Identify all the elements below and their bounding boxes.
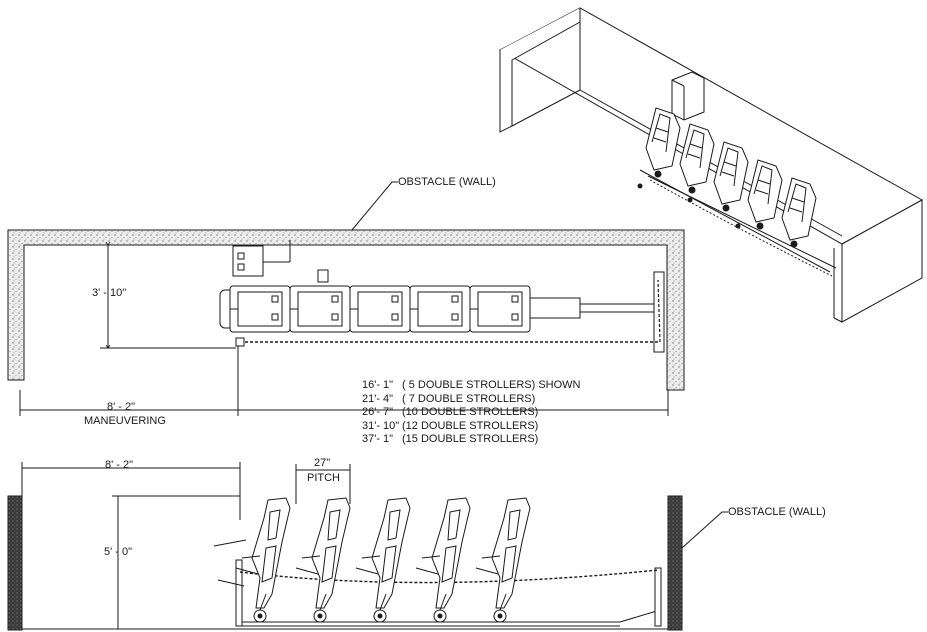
plan-view bbox=[7, 181, 685, 416]
length-row: 26'- 7"(10 DOUBLE STROLLERS) bbox=[362, 406, 539, 419]
plan-wall bbox=[7, 229, 685, 391]
maneuvering-label: MANEUVERING bbox=[84, 415, 166, 427]
length-row: 37'- 1"(15 DOUBLE STROLLERS) bbox=[362, 433, 539, 446]
obstacle-label-elevation: OBSTACLE (WALL) bbox=[728, 506, 826, 518]
iso-control-box bbox=[671, 71, 705, 121]
length-row: 16'- 1"( 5 DOUBLE STROLLERS) SHOWN bbox=[362, 379, 581, 391]
maneuvering-dimension-label: 8' - 2" bbox=[107, 401, 136, 413]
iso-stroller-group bbox=[645, 107, 817, 248]
depth-dimension-label: 3' - 10" bbox=[92, 287, 127, 299]
length-table: 16'- 1"( 5 DOUBLE STROLLERS) SHOWN 21'- … bbox=[362, 379, 580, 447]
elev-stroller-group bbox=[235, 497, 531, 623]
elevation-height-dimension-label: 5' - 0" bbox=[104, 546, 133, 558]
elevation-view bbox=[7, 462, 728, 631]
elevation-width-dimension-label: 8' - 2" bbox=[105, 459, 134, 471]
elev-left-wall bbox=[7, 495, 23, 631]
pitch-label: PITCH bbox=[307, 472, 340, 484]
plan-stroller-group bbox=[229, 285, 531, 333]
elev-right-wall bbox=[667, 495, 683, 631]
obstacle-label-plan: OBSTACLE (WALL) bbox=[398, 176, 496, 188]
length-row: 21'- 4"( 7 DOUBLE STROLLERS) bbox=[362, 392, 536, 405]
length-row: 31'- 10"(12 DOUBLE STROLLERS) bbox=[362, 419, 539, 432]
isometric-view bbox=[498, 7, 924, 323]
pitch-value-label: 27" bbox=[314, 457, 331, 469]
